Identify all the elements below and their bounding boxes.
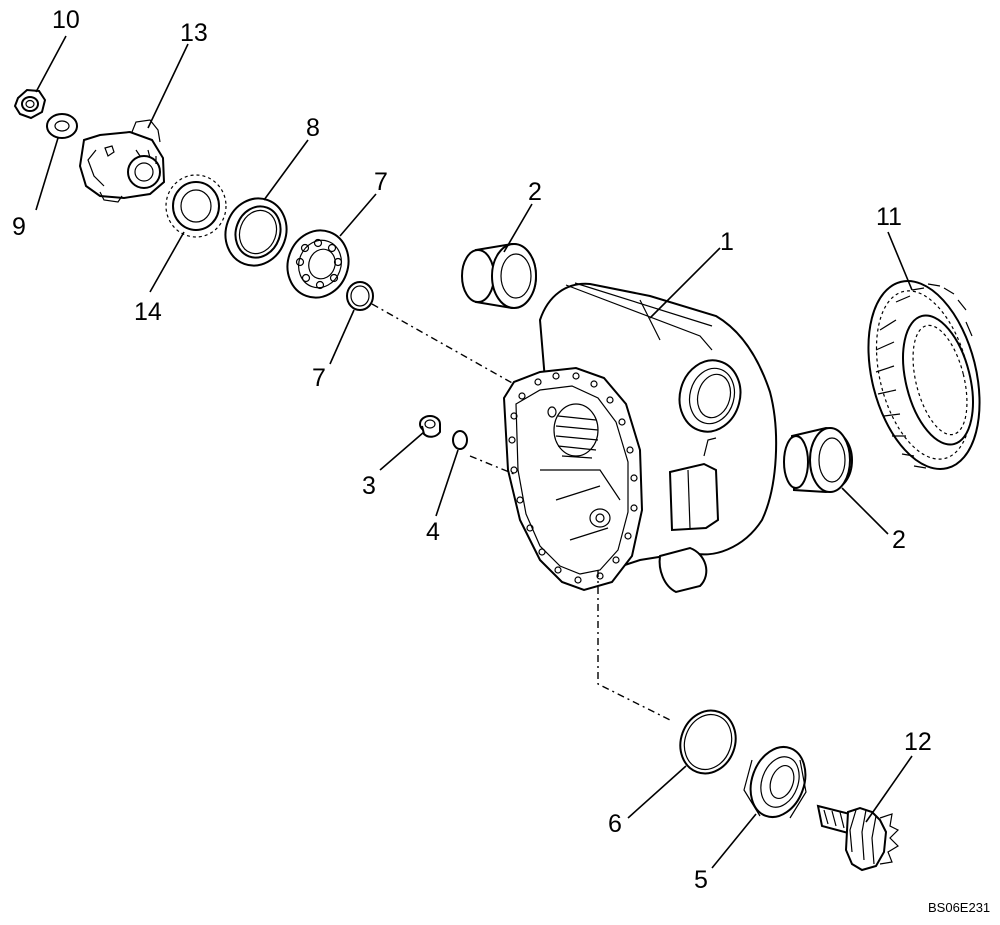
part-4-oring [452, 430, 468, 450]
part-9-seal [224, 197, 288, 267]
leader-lines [35, 35, 913, 869]
part-5-bearing-cone [743, 746, 807, 819]
part-2-cup-lower [783, 426, 854, 494]
part-1-housing [502, 282, 778, 594]
part-11-nut [13, 88, 47, 120]
part-13-pinion [816, 804, 900, 872]
part-8-bearing [286, 229, 350, 299]
callout-14: 13 [180, 19, 208, 47]
callouts: 10 9 13 14 8 7 7 2 1 11 2 3 4 6 5 12 [12, 6, 932, 894]
part-12-ring-gear [867, 280, 981, 470]
callout-5: 5 [694, 866, 708, 894]
callout-10: 9 [12, 213, 26, 241]
callout-2-upper: 2 [528, 178, 542, 206]
center-lines [371, 303, 671, 721]
callout-11: 10 [52, 6, 80, 34]
reference-code: BS06E231 [928, 900, 990, 915]
callout-4: 4 [426, 518, 440, 546]
part-15-shield [165, 174, 227, 238]
part-10-washer [46, 113, 78, 139]
callout-6: 6 [608, 810, 622, 838]
part-14-flange-yoke [78, 119, 166, 203]
part-7-snap-ring [346, 281, 374, 311]
callout-13: 12 [904, 728, 932, 756]
callout-8: 7 [374, 168, 388, 196]
part-3-plug [419, 415, 441, 438]
callout-9: 8 [306, 114, 320, 142]
callout-12: 11 [876, 203, 902, 231]
callout-3: 3 [362, 472, 376, 500]
callout-1: 1 [720, 228, 734, 256]
callout-15: 14 [134, 298, 162, 326]
part-2-cup-upper [461, 242, 538, 310]
part-6-oring [679, 709, 737, 775]
callout-2-lower: 2 [892, 526, 906, 554]
callout-7: 7 [312, 364, 326, 392]
